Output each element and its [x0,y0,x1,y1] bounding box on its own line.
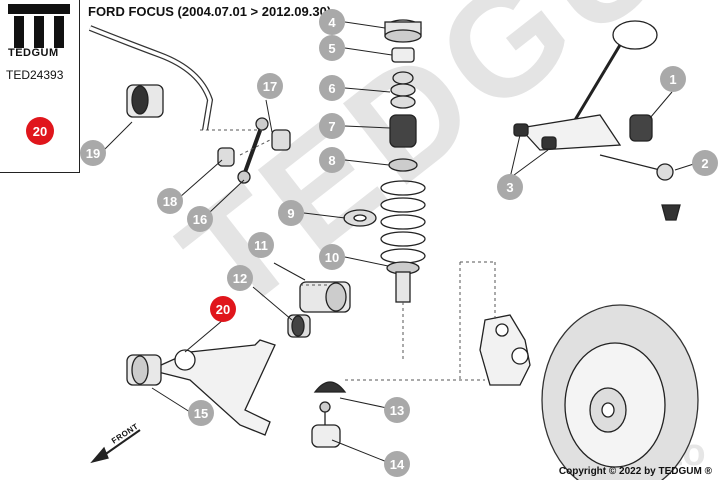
front-arrow [90,429,141,464]
tie-rod-end-2 [599,154,681,221]
callout-5: 5 [319,35,345,61]
wheel [541,304,699,480]
control-arm-bushing-12 [287,314,311,338]
steering-knuckle [479,314,531,386]
callout-17: 17 [257,73,283,99]
stabilizer-link [237,117,269,184]
link-bushing-17 [271,129,291,151]
callout-14: 14 [384,451,410,477]
callout-3: 3 [497,174,523,200]
callout-11: 11 [248,232,274,258]
stabilizer-bushing [126,84,164,118]
link-bushing-18 [217,147,235,167]
control-arm [148,339,276,436]
part-number-badge: 20 [26,117,54,145]
callout-10: 10 [319,244,345,270]
callout-2: 2 [692,150,718,176]
callout-15: 15 [188,400,214,426]
dust-boot [389,114,417,148]
coil-spring [380,180,426,264]
bearing-5 [391,47,415,63]
callout-6: 6 [319,75,345,101]
steering-wheel [573,20,658,121]
shock-absorber [395,271,411,303]
callout-18: 18 [157,188,183,214]
control-arm-bushing-11 [299,281,351,313]
steering-rack [518,114,622,151]
rack-bushings-3 [513,123,557,150]
brand-name: TEDGUM [8,47,59,59]
callout-19: 19 [80,140,106,166]
part-code: TED24393 [6,68,64,82]
spring-seat-8 [388,158,418,172]
callout-8: 8 [319,147,345,173]
control-arm-bushing-15 [126,354,162,386]
callout-16: 16 [187,206,213,232]
ball-joint-14 [311,401,341,448]
vehicle-title: FORD FOCUS (2004.07.01 > 2012.09.30) [88,4,332,19]
bump-stop [390,71,416,109]
ball-joint-boot-13 [313,381,347,393]
brand-panel: TEDGUM TED24393 20 [0,0,80,173]
callout-20: 20 [210,296,236,322]
callout-9: 9 [278,200,304,226]
callout-13: 13 [384,397,410,423]
copyright: Copyright © 2022 by TEDGUM ® [558,466,712,477]
strut-bearing-9 [343,209,377,227]
rack-boot-1 [629,114,653,142]
callout-1: 1 [660,66,686,92]
strut-top-mount [384,19,422,43]
tedgum-logo [8,4,70,48]
callout-12: 12 [227,265,253,291]
callout-7: 7 [319,113,345,139]
callout-4: 4 [319,9,345,35]
